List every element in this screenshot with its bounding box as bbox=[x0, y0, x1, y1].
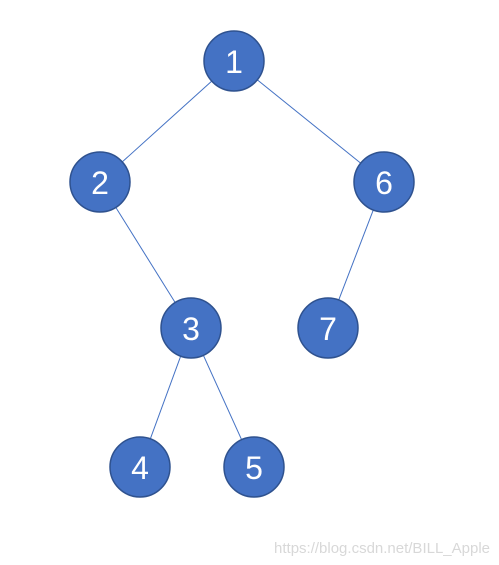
watermark-url: https://blog.csdn.net/BILL_Apple bbox=[274, 540, 490, 557]
node-label: 4 bbox=[131, 450, 149, 486]
node-circle bbox=[109, 436, 171, 498]
node-label: 3 bbox=[182, 311, 200, 347]
nodes-layer: 1 2 6 3 7 4 5 bbox=[69, 30, 415, 498]
tree-node-5: 5 bbox=[223, 436, 285, 498]
node-label: 5 bbox=[245, 450, 263, 486]
edge-n3-n4 bbox=[149, 355, 182, 440]
tree-node-4: 4 bbox=[109, 436, 171, 498]
edges-layer bbox=[115, 79, 374, 440]
edge-n1-n2 bbox=[121, 80, 213, 163]
node-circle bbox=[297, 297, 359, 359]
tree-node-7: 7 bbox=[297, 297, 359, 359]
edge-n6-n7 bbox=[338, 209, 374, 301]
edge-n3-n5 bbox=[202, 355, 243, 440]
tree-node-1: 1 bbox=[203, 30, 265, 92]
node-circle bbox=[160, 297, 222, 359]
edge-n2-n3 bbox=[115, 207, 176, 303]
node-circle bbox=[69, 151, 131, 213]
node-circle bbox=[203, 30, 265, 92]
tree-node-6: 6 bbox=[353, 151, 415, 213]
node-label: 2 bbox=[91, 165, 109, 201]
tree-node-2: 2 bbox=[69, 151, 131, 213]
edge-n1-n6 bbox=[257, 79, 361, 164]
tree-node-3: 3 bbox=[160, 297, 222, 359]
node-label: 1 bbox=[225, 44, 243, 80]
node-circle bbox=[223, 436, 285, 498]
node-circle bbox=[353, 151, 415, 213]
node-label: 6 bbox=[375, 165, 393, 201]
node-label: 7 bbox=[319, 311, 337, 347]
